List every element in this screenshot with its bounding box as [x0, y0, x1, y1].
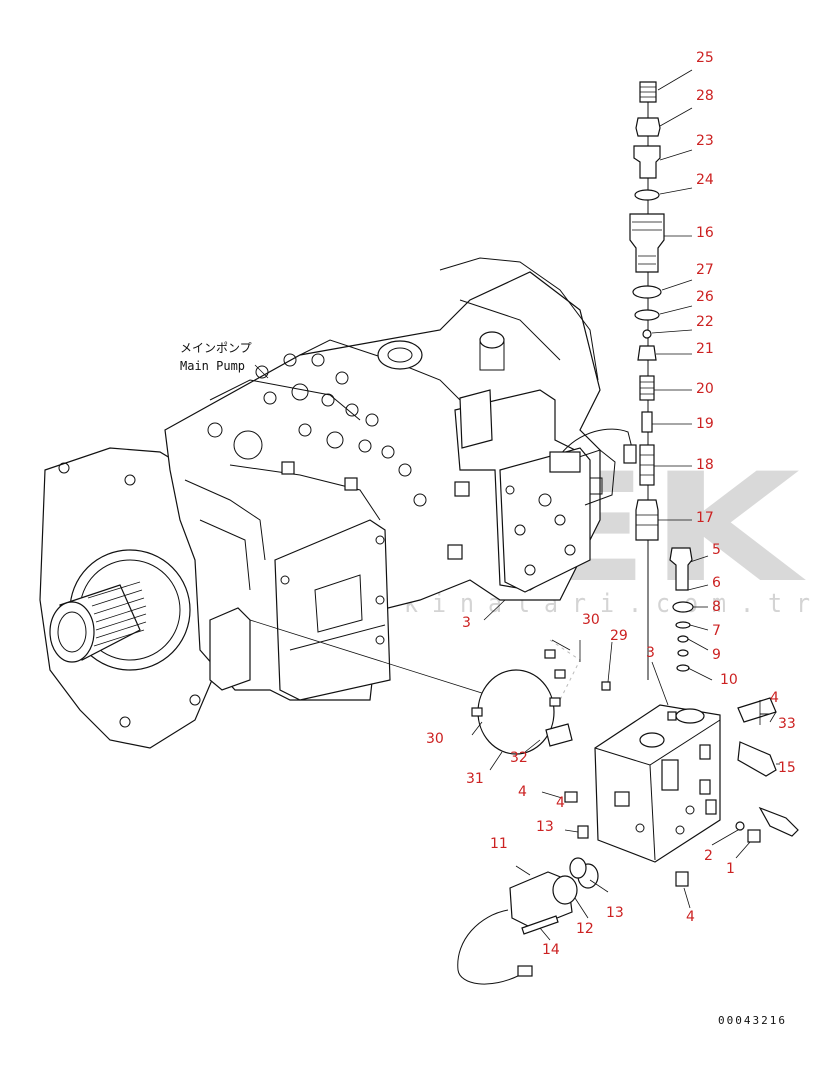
- valve-stack-parts: [629, 81, 665, 680]
- pump-label-japanese: メインポンプ: [180, 341, 252, 355]
- callout-label: 12: [576, 921, 594, 937]
- pump-label-english: Main Pump: [180, 359, 245, 373]
- main-pump-assembly: [39, 257, 637, 749]
- callout-numbers: 25 28 23 24 16 27 26 22 21 20 19 18 17 5…: [426, 50, 796, 958]
- leader-lines: [471, 69, 780, 941]
- drawing-number: 00043216: [718, 1014, 787, 1027]
- callout-label: 13: [606, 905, 624, 921]
- callout-label: 14: [542, 942, 560, 958]
- callout-label: 4: [686, 909, 695, 925]
- callout-label: 8: [712, 599, 721, 615]
- callout-label: 30: [582, 612, 600, 628]
- callout-label: 20: [696, 381, 714, 397]
- gasket-and-pins: [249, 619, 581, 755]
- relief-valve-parts: [669, 547, 694, 672]
- callout-label: 27: [696, 262, 714, 278]
- callout-label: 13: [536, 819, 554, 835]
- callout-label: 25: [696, 50, 714, 66]
- callout-label: 4: [518, 784, 527, 800]
- callout-label: 1: [726, 861, 735, 877]
- solenoid-assembly: [457, 857, 599, 985]
- callout-label: 18: [696, 457, 714, 473]
- callout-label: 33: [778, 716, 796, 732]
- callout-label: 10: [720, 672, 738, 688]
- callout-label: 30: [426, 731, 444, 747]
- callout-label: 24: [696, 172, 714, 188]
- callout-label: 22: [696, 314, 714, 330]
- callout-label: 21: [696, 341, 714, 357]
- callout-label: 15: [778, 760, 796, 776]
- callout-label: 23: [696, 133, 714, 149]
- callout-label: 32: [510, 750, 528, 766]
- callout-label: 9: [712, 647, 721, 663]
- callout-label: 7: [712, 623, 721, 639]
- callout-label: 31: [466, 771, 484, 787]
- callout-label: 26: [696, 289, 714, 305]
- callout-label: 4: [556, 795, 565, 811]
- callout-label: 17: [696, 510, 714, 526]
- callout-label: 5: [712, 542, 721, 558]
- callout-label: 6: [712, 575, 721, 591]
- callout-label: 2: [704, 848, 713, 864]
- callout-label: 11: [490, 836, 508, 852]
- callout-label: 16: [696, 225, 714, 241]
- callout-label: 3: [462, 615, 471, 631]
- callout-label: 3: [646, 645, 655, 661]
- callout-label: 19: [696, 416, 714, 432]
- callout-label: 29: [610, 628, 628, 644]
- callout-label: 28: [696, 88, 714, 104]
- lower-valve-block: [564, 681, 799, 887]
- callout-label: 4: [770, 690, 779, 706]
